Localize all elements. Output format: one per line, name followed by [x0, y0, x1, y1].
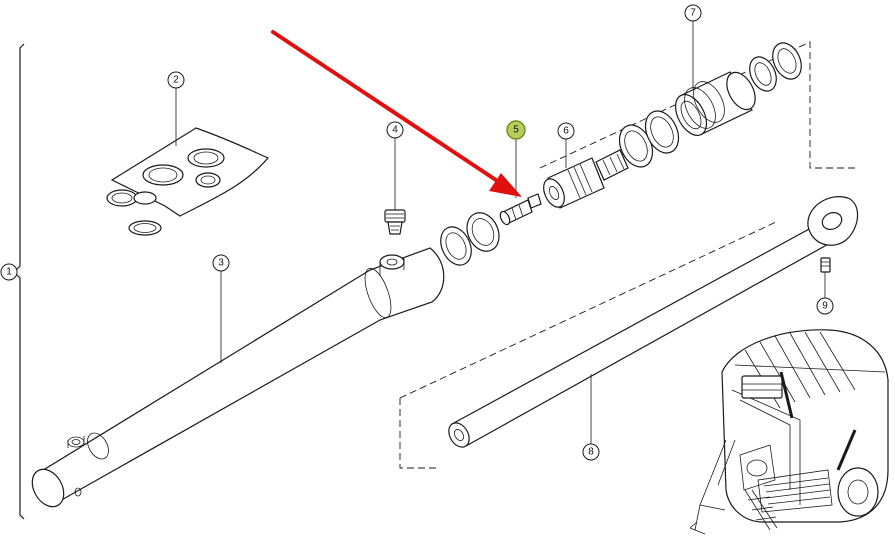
seal-rings-middle [618, 110, 680, 168]
callout-item-5-highlighted: 5 [506, 120, 526, 140]
assembly-bracket [13, 43, 25, 520]
callout-label: 1 [6, 267, 12, 278]
callout-item-4: 4 [386, 121, 404, 139]
piston [543, 149, 629, 209]
cylinder-tube [31, 247, 445, 508]
leader-lines [9, 21, 826, 444]
callout-label: 6 [563, 126, 569, 137]
piston-rod [448, 196, 859, 448]
callout-label: 5 [513, 125, 519, 136]
callout-label: 7 [690, 8, 696, 19]
callout-label: 4 [392, 125, 398, 136]
grease-nipple [820, 257, 831, 273]
seal-kit-bag [106, 127, 269, 236]
baler-machine-thumbnail [689, 329, 889, 535]
callout-label: 9 [822, 301, 828, 312]
callout-item-2: 2 [167, 71, 185, 89]
callout-label: 2 [173, 75, 179, 86]
callout-item-3: 3 [212, 254, 230, 272]
callout-item-6: 6 [557, 122, 575, 140]
indicator-arrow [271, 30, 522, 197]
callout-item-7: 7 [684, 4, 702, 22]
callout-item-8: 8 [582, 443, 600, 461]
callout-label: 8 [588, 447, 594, 458]
cylinder-head [674, 71, 756, 136]
callout-item-9: 9 [816, 297, 834, 315]
valve-fitting [499, 193, 542, 226]
callout-label: 3 [218, 258, 224, 269]
seal-rings-right [749, 42, 802, 92]
seal-rings-left [440, 212, 500, 266]
breather-fitting [384, 209, 406, 235]
callout-item-1: 1 [0, 263, 18, 281]
rod-group-boundary [399, 41, 855, 469]
